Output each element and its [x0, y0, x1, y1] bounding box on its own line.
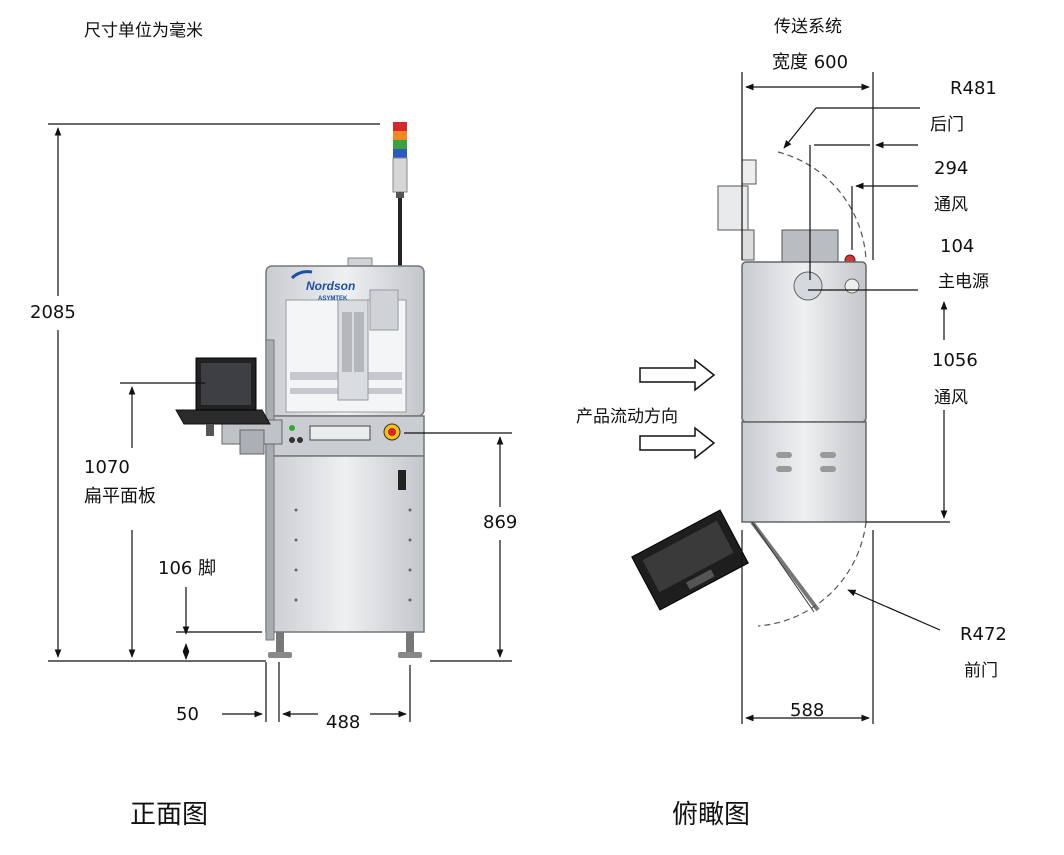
top-view-caption: 俯瞰图: [672, 800, 751, 830]
rear-door-radius: R481: [950, 78, 997, 99]
top-cabinet-lower: [741, 421, 867, 523]
vent-side-label: 通风: [934, 388, 968, 408]
dim-width-488: 488: [326, 712, 361, 733]
dim-offset-50: 50: [176, 704, 199, 725]
main-power-value: 104: [940, 236, 975, 257]
vent-top-value: 294: [934, 158, 969, 179]
dim-panel-1070: 1070: [84, 457, 130, 478]
flat-panel-laptop: [175, 357, 283, 455]
vent-side-value: 1056: [932, 350, 978, 371]
dim-conveyor-869: 869: [483, 512, 518, 533]
top-dimensions: [741, 72, 950, 724]
front-view-caption: 正面图: [130, 800, 209, 830]
front-door-radius: R472: [960, 624, 1007, 645]
dim-width-600: 宽度 600: [772, 52, 849, 73]
units-note: 尺寸单位为毫米: [84, 21, 203, 41]
top-machine: [631, 151, 867, 627]
front-machine: Nordson ASYMTEK: [175, 122, 425, 658]
flow-arrow-2: [639, 426, 716, 460]
top-keyboard-panel: [631, 509, 749, 611]
flow-direction-label: 产品流动方向: [576, 407, 678, 427]
cabinet-lower: [265, 455, 425, 633]
flat-panel-label: 扁平面板: [84, 486, 156, 507]
dim-height-2085: 2085: [30, 302, 76, 323]
rear-door-label: 后门: [930, 115, 964, 135]
flow-arrow-1: [639, 358, 716, 392]
main-power-label: 主电源: [938, 272, 989, 292]
front-door-label: 前门: [964, 661, 998, 681]
dim-foot-106: 106 脚: [158, 558, 217, 579]
dim-depth-588: 588: [790, 700, 825, 721]
conveyor-title: 传送系统: [774, 17, 842, 37]
vent-top-label: 通风: [934, 195, 968, 215]
brand-logo: Nordson: [306, 279, 355, 293]
signal-tower: [392, 122, 408, 268]
brand-sub: ASYMTEK: [318, 296, 348, 302]
front-dimensions: [48, 123, 512, 722]
